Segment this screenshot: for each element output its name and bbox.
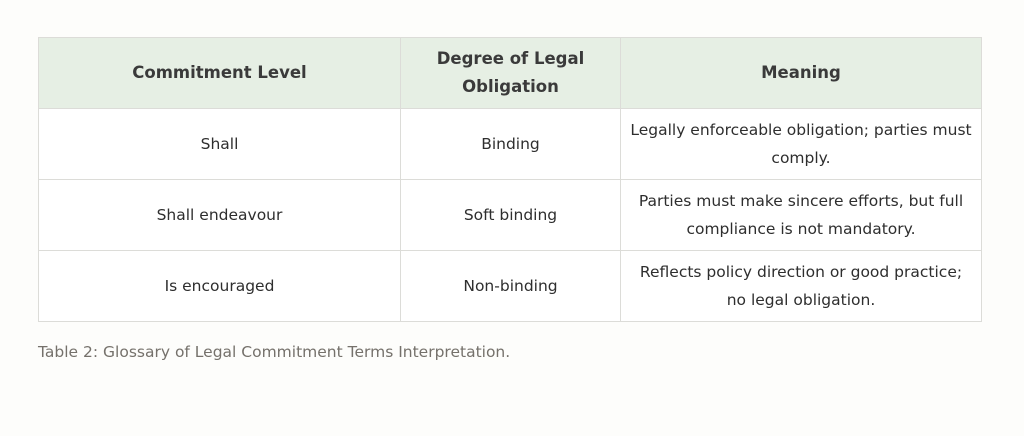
table-cell-commitment-level: Shall (38, 108, 401, 180)
table-cell-meaning: Reflects policy direction or good practi… (620, 250, 982, 322)
column-header-meaning: Meaning (620, 37, 982, 109)
table-row: Shall endeavour Soft binding Parties mus… (38, 179, 982, 251)
glossary-table-container: Commitment Level Degree of Legal Obligat… (38, 37, 982, 322)
table-cell-commitment-level: Shall endeavour (38, 179, 401, 251)
table-cell-degree-of-obligation: Binding (400, 108, 621, 180)
table-cell-commitment-level: Is encouraged (38, 250, 401, 322)
table-caption: Table 2: Glossary of Legal Commitment Te… (38, 343, 511, 361)
table-cell-degree-of-obligation: Soft binding (400, 179, 621, 251)
table-row: Shall Binding Legally enforceable obliga… (38, 108, 982, 180)
table-header-row: Commitment Level Degree of Legal Obligat… (38, 37, 982, 109)
table-cell-meaning: Parties must make sincere efforts, but f… (620, 179, 982, 251)
table-row: Is encouraged Non-binding Reflects polic… (38, 250, 982, 322)
table-cell-meaning: Legally enforceable obligation; parties … (620, 108, 982, 180)
table-cell-degree-of-obligation: Non-binding (400, 250, 621, 322)
column-header-commitment-level: Commitment Level (38, 37, 401, 109)
glossary-table: Commitment Level Degree of Legal Obligat… (38, 37, 982, 322)
column-header-degree-of-obligation: Degree of Legal Obligation (400, 37, 621, 109)
